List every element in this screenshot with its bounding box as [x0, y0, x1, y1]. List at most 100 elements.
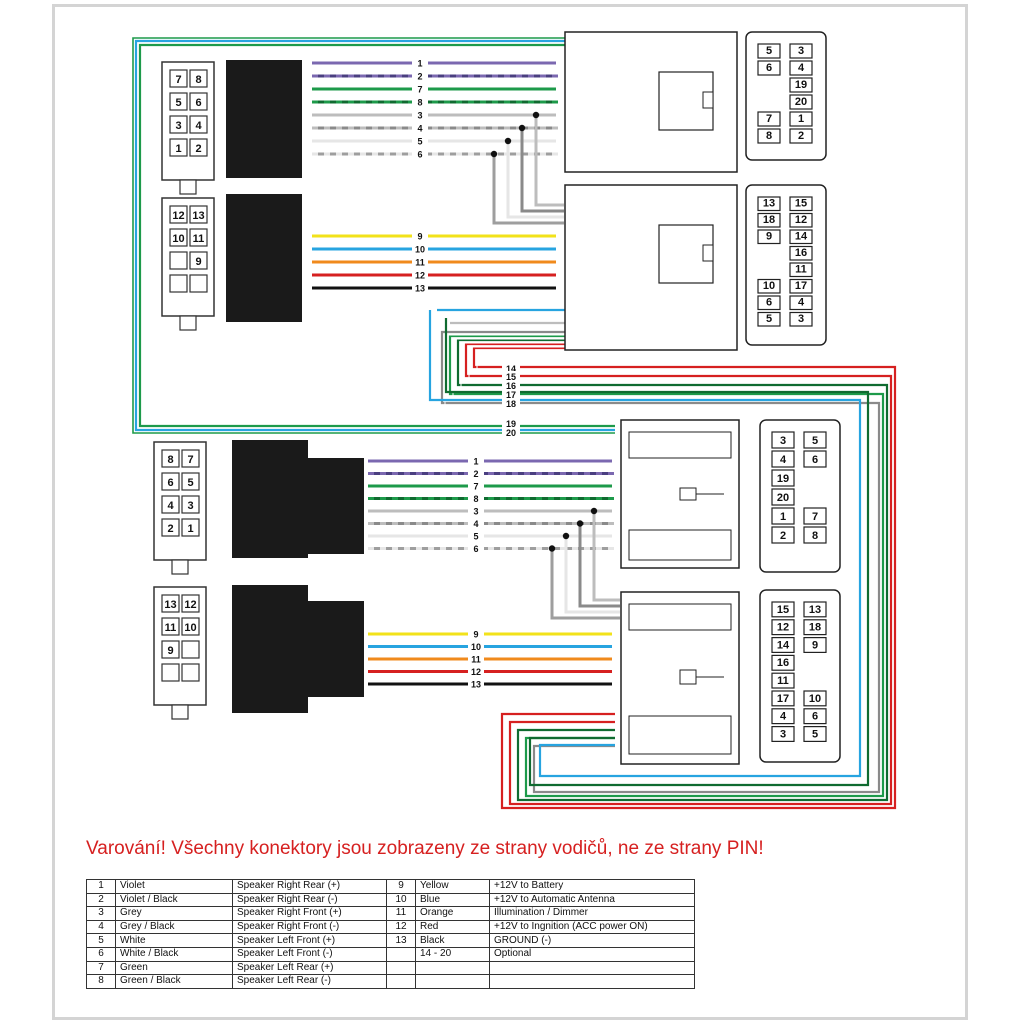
pin-number: 3 [175, 120, 181, 132]
wire-label-bg [468, 518, 484, 529]
pin-number: 2 [780, 530, 786, 542]
black-housing-b [232, 585, 308, 713]
pin-number: 17 [777, 693, 789, 705]
pin-number: 8 [195, 74, 201, 86]
pin-number: 13 [164, 599, 176, 611]
pin-cell [757, 278, 781, 294]
pin-number: 3 [798, 313, 804, 325]
pin-number: 4 [780, 454, 787, 466]
wire-label-bg [412, 283, 428, 293]
loop-wire [464, 342, 893, 806]
pin-cell [189, 228, 208, 247]
pin-cell [169, 228, 188, 247]
pin-number: 15 [777, 604, 789, 616]
pin-number: 6 [195, 97, 201, 109]
wire-route [492, 154, 564, 225]
legend-cell [489, 960, 695, 976]
loop-label-bg [502, 380, 520, 390]
connectors [153, 31, 841, 765]
junction-dot [548, 545, 556, 552]
wire-label: 10 [471, 642, 481, 652]
pin-cell [161, 495, 180, 514]
legend-cell: 6 [86, 946, 116, 962]
wire-route [550, 548, 620, 620]
wire-route [506, 141, 564, 219]
pin-cell [771, 654, 795, 671]
pin-cell [189, 115, 208, 134]
pin-number: 6 [812, 454, 818, 466]
pin-number: 3 [798, 45, 804, 57]
legend-cell: Grey [115, 906, 233, 921]
loop-label-bg [502, 363, 520, 373]
pin-cell [789, 77, 813, 93]
wire-label-bg [468, 641, 484, 652]
legend-cell: 3 [86, 906, 116, 921]
wire-label-bg [468, 468, 484, 479]
pin-cell [189, 274, 208, 293]
black-housing-b [226, 194, 302, 322]
big-connector-b-rib [628, 715, 732, 755]
pin-number: 2 [195, 143, 201, 155]
pin-number: 10 [184, 622, 196, 634]
pin-cell [169, 138, 188, 157]
wire-label-bg [412, 71, 428, 81]
legend-cell: Yellow [415, 879, 490, 894]
pin-cell [161, 449, 180, 468]
pin-number: 9 [195, 256, 201, 268]
pin-cell [771, 469, 795, 487]
pin-cell [771, 601, 795, 618]
pin-cell [757, 212, 781, 228]
pin-cell [169, 115, 188, 134]
pin-cell [803, 619, 827, 636]
pin-cell [789, 60, 813, 76]
junction-dot [504, 137, 512, 145]
pin-cell [161, 472, 180, 491]
pin-cell [789, 111, 813, 127]
pin-cell [757, 295, 781, 311]
pin-number: 10 [172, 233, 184, 245]
wire-label: 1 [417, 59, 422, 69]
wire-label-bg [412, 123, 428, 133]
wire-label: 5 [417, 137, 422, 147]
pin-cell [181, 640, 200, 659]
pin-number: 15 [795, 198, 807, 210]
pin-cell [771, 431, 795, 449]
pin-cell [771, 507, 795, 525]
legend-cell: 4 [86, 919, 116, 935]
loop-wire [134, 39, 615, 432]
pin-cell [789, 43, 813, 59]
pin-number: 2 [798, 130, 804, 142]
legend-cell [386, 946, 416, 962]
junction-dot [532, 111, 540, 119]
pin-cell [169, 205, 188, 224]
pin-cell [789, 212, 813, 228]
wire-label-bg [412, 58, 428, 68]
wire-route [592, 511, 620, 602]
legend-cell: Speaker Right Rear (-) [232, 892, 387, 908]
pin-cell [169, 251, 188, 270]
big-connector-a-key [702, 91, 714, 109]
loop-label: 15 [506, 372, 516, 382]
pin-cell [771, 708, 795, 725]
black-housing-b-plug [308, 601, 364, 697]
pin-number: 5 [187, 477, 193, 489]
pin-cell [803, 507, 827, 525]
loop-label: 17 [506, 390, 516, 400]
pin-number: 3 [780, 728, 786, 740]
wire-label-bg [468, 456, 484, 466]
pin-number: 5 [812, 728, 818, 740]
pin-number: 13 [763, 198, 775, 210]
wire-label: 2 [417, 72, 422, 82]
page-frame [52, 4, 968, 1020]
pin-cell [789, 94, 813, 110]
wire-route [520, 128, 564, 213]
warning-text: Varování! Všechny konektory jsou zobraze… [86, 838, 764, 859]
pin-cell [771, 672, 795, 689]
legend-cell: 9 [386, 879, 416, 894]
pin-cell [803, 431, 827, 449]
